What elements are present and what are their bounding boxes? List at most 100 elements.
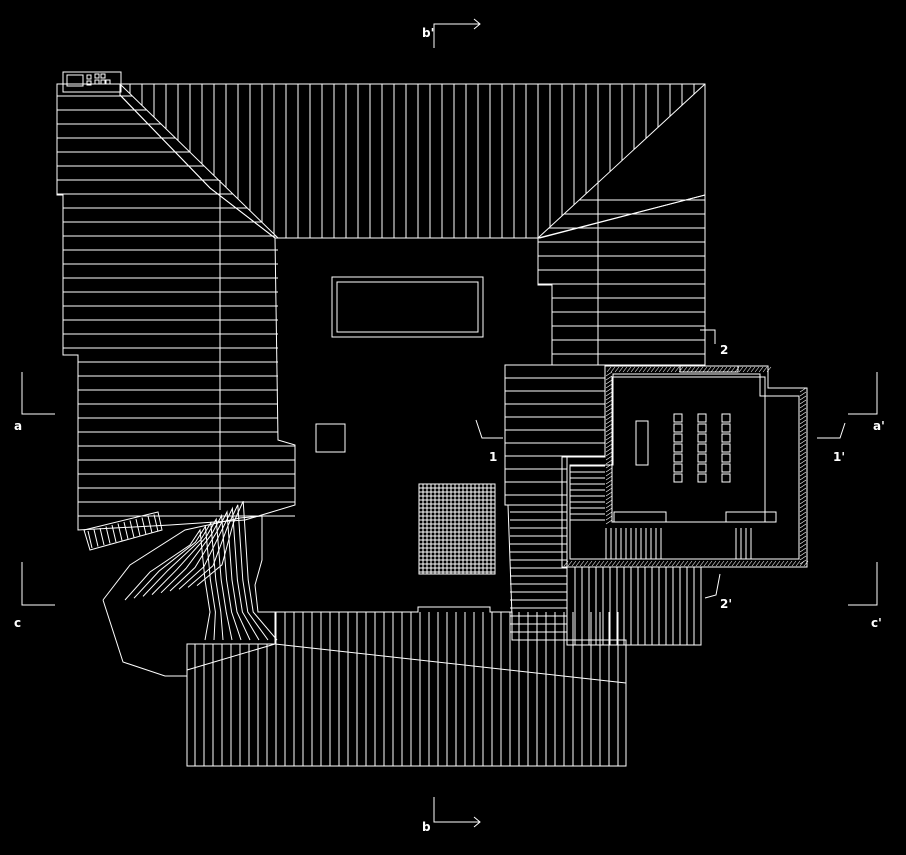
- hatch-line: [799, 423, 807, 429]
- hatch-line: [799, 479, 807, 485]
- hatch-line: [666, 366, 672, 373]
- hatch-line: [622, 366, 628, 373]
- hatch-line: [799, 463, 807, 469]
- annex-bar: [673, 433, 683, 443]
- hatch-line: [714, 366, 720, 373]
- terrace-step: [196, 500, 278, 641]
- hatch-line: [662, 366, 668, 373]
- terrace-step: [142, 521, 224, 641]
- hatch-line: [799, 515, 807, 521]
- hatch-line: [702, 366, 708, 373]
- roof-vent-grid: [418, 483, 496, 575]
- hatch-line: [730, 366, 736, 373]
- hatch-line: [799, 431, 807, 437]
- hatch-line: [611, 560, 617, 567]
- label-c-prime: c': [871, 616, 882, 630]
- hatch-line: [694, 366, 700, 373]
- hatch-line: [99, 527, 105, 546]
- hatch-line: [726, 366, 732, 373]
- hatch-line: [117, 523, 123, 541]
- hatch-line: [87, 530, 93, 549]
- hatch-line: [603, 560, 609, 567]
- label-1-prime: 1': [833, 450, 845, 464]
- annex-bar: [721, 443, 731, 453]
- hatch-line: [605, 443, 613, 449]
- hatch-line: [799, 467, 807, 473]
- hatch-line: [605, 419, 613, 425]
- hatch-line: [567, 560, 573, 567]
- hatch-line: [799, 503, 807, 509]
- hatch-line: [799, 447, 807, 453]
- hatch-line: [563, 560, 569, 567]
- label-2: 2: [720, 343, 728, 357]
- hatch-line: [799, 399, 807, 405]
- terrace-step: [187, 504, 269, 641]
- chimney: [315, 423, 346, 453]
- annex-bar: [673, 443, 683, 453]
- terrace-step: [169, 510, 251, 641]
- hatch-line: [750, 366, 756, 373]
- hatch-line: [654, 366, 660, 373]
- hatch-line: [762, 366, 768, 373]
- annex-bar: [673, 453, 683, 463]
- hatch-line: [678, 366, 684, 373]
- hatch-line: [571, 560, 577, 567]
- hatch-line: [799, 531, 807, 537]
- hatch-line: [605, 455, 613, 461]
- hatch-line: [755, 560, 761, 567]
- hatch-line: [587, 560, 593, 567]
- annex-bar: [673, 463, 683, 473]
- hatch-line: [605, 471, 613, 477]
- hatch-line: [799, 411, 807, 417]
- hatch-line: [626, 366, 632, 373]
- hatch-line: [707, 560, 713, 567]
- hatch-line: [670, 366, 676, 373]
- hatch-line: [799, 415, 807, 421]
- central-strip-roof: [504, 364, 606, 506]
- hatch-line: [605, 467, 613, 473]
- hatch-line: [605, 503, 613, 509]
- terrace-step: [124, 528, 211, 641]
- hatch-line: [631, 560, 637, 567]
- hatch-line: [791, 560, 797, 567]
- section-marker-c-prime: [848, 562, 878, 606]
- hatch-line: [595, 560, 601, 567]
- hatch-line: [779, 560, 785, 567]
- hatch-line: [763, 560, 769, 567]
- hatch-line: [711, 560, 717, 567]
- hatch-line: [766, 366, 772, 373]
- hatch-line: [799, 403, 807, 409]
- hatch-line: [605, 383, 613, 389]
- hatch-line: [723, 560, 729, 567]
- hatch-line: [605, 431, 613, 437]
- hatch-line: [799, 419, 807, 425]
- terrace-step: [178, 506, 260, 641]
- hatch-line: [799, 451, 807, 457]
- hatch-line: [799, 439, 807, 445]
- section-marker-b: [433, 797, 481, 828]
- hatch-line: [605, 415, 613, 421]
- hatch-line: [623, 560, 629, 567]
- hatch-line: [675, 560, 681, 567]
- hatch-line: [627, 560, 633, 567]
- hatch-line: [674, 366, 680, 373]
- hatch-line: [799, 560, 805, 567]
- hatch-line: [799, 459, 807, 465]
- hatch-line: [605, 371, 613, 377]
- hatch-line: [679, 560, 685, 567]
- hatch-line: [747, 560, 753, 567]
- annex-bar: [697, 463, 707, 473]
- hatch-line: [579, 560, 585, 567]
- hatch-line: [605, 407, 613, 413]
- hatch-line: [799, 535, 807, 541]
- hatch-line: [619, 560, 625, 567]
- hatch-line: [135, 518, 141, 537]
- label-2-prime: 2': [720, 597, 732, 611]
- hatch-line: [647, 560, 653, 567]
- annex-bar: [697, 423, 707, 433]
- hatch-line: [630, 366, 636, 373]
- hatch-line: [799, 443, 807, 449]
- label-c: c: [14, 616, 21, 630]
- annex-bar: [697, 413, 707, 423]
- hatch-line: [787, 560, 793, 567]
